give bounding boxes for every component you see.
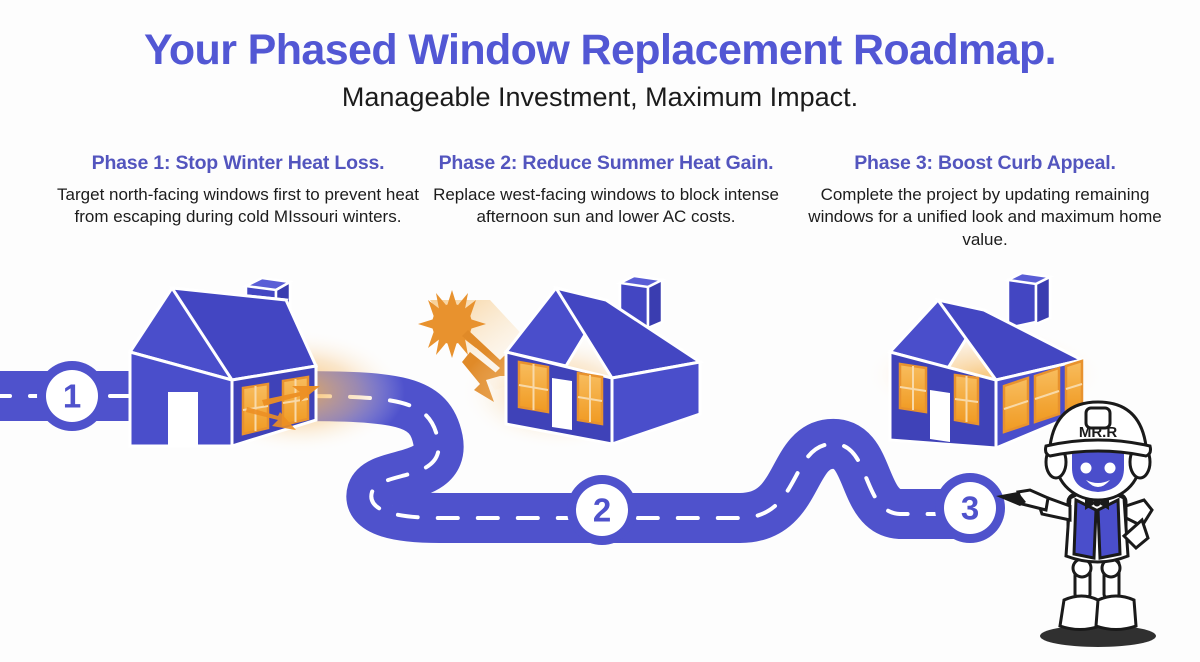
road-path (0, 371, 1000, 543)
phase-1-body: Target north-facing windows first to pre… (57, 185, 419, 227)
house-phase-1 (127, 276, 405, 454)
mascot-smile (1086, 480, 1110, 487)
milestone-markers: 1 2 3 (37, 361, 1005, 545)
phase-2-heading: Phase 2: Reduce Summer Heat Gain. (438, 152, 774, 174)
house-phase-3 (865, 271, 1105, 451)
bow-tie-icon (1085, 496, 1109, 510)
mascot-mr-r: MR.R (996, 400, 1156, 647)
page-subtitle: Manageable Investment, Maximum Impact. (341, 82, 859, 112)
hard-hat-label: MR.R (1079, 424, 1117, 441)
heat-loss-arrows (246, 386, 320, 430)
house-phase-2 (460, 274, 704, 450)
mascot-eye-left (1080, 462, 1092, 474)
heat-gain-arrow (462, 330, 516, 376)
marker-2-number: 2 (593, 492, 611, 529)
sun-icon (418, 290, 555, 402)
page-title: Your Phased Window Replacement Roadmap. (143, 26, 1057, 74)
milestone-marker-3: 3 (935, 473, 1005, 543)
phase-block-3: Phase 3: Boost Curb Appeal. Complete the… (780, 152, 1190, 251)
phase-1-heading: Phase 1: Stop Winter Heat Loss. (91, 152, 385, 174)
road-center-dashes (0, 394, 977, 520)
mascot-eye-right (1104, 462, 1116, 474)
milestone-marker-2: 2 (567, 475, 637, 545)
phase-block-2: Phase 2: Reduce Summer Heat Gain. Replac… (396, 152, 816, 229)
marker-3-number: 3 (961, 490, 979, 527)
phase-3-heading: Phase 3: Boost Curb Appeal. (854, 152, 1116, 174)
phase-2-body: Replace west-facing windows to block int… (433, 185, 779, 227)
phase-3-body: Complete the project by updating remaini… (808, 185, 1162, 249)
milestone-marker-1: 1 (37, 361, 107, 431)
hard-hat-icon: MR.R (1044, 400, 1152, 458)
marker-1-number: 1 (63, 378, 81, 415)
pointing-hand-icon (996, 492, 1026, 506)
phase-block-1: Phase 1: Stop Winter Heat Loss. Target n… (28, 152, 448, 229)
